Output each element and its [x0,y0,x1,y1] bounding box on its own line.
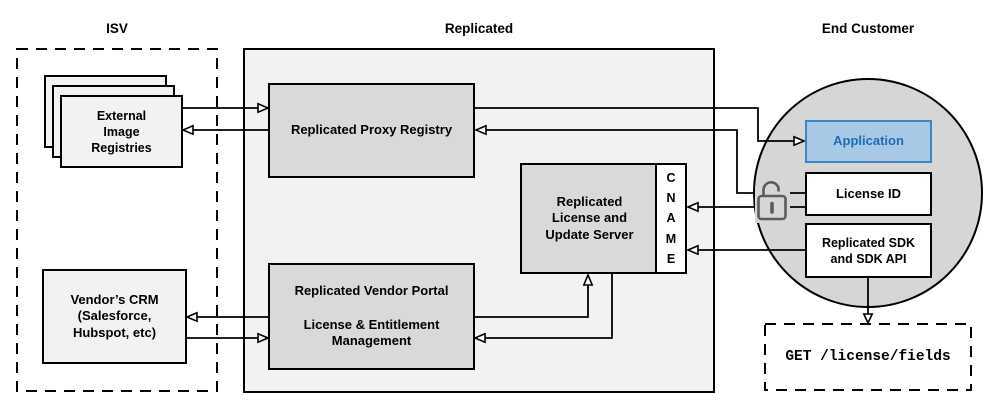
arrow-proxy-to-application [475,107,795,142]
arrow-portal-to-server [475,284,589,318]
unlocked-padlock-icon [755,181,790,223]
arrow-licenseid-to-proxy [485,129,805,194]
get-request-box [764,323,972,391]
isv-group-box [16,48,218,392]
arrow-server-to-portal [484,274,613,339]
